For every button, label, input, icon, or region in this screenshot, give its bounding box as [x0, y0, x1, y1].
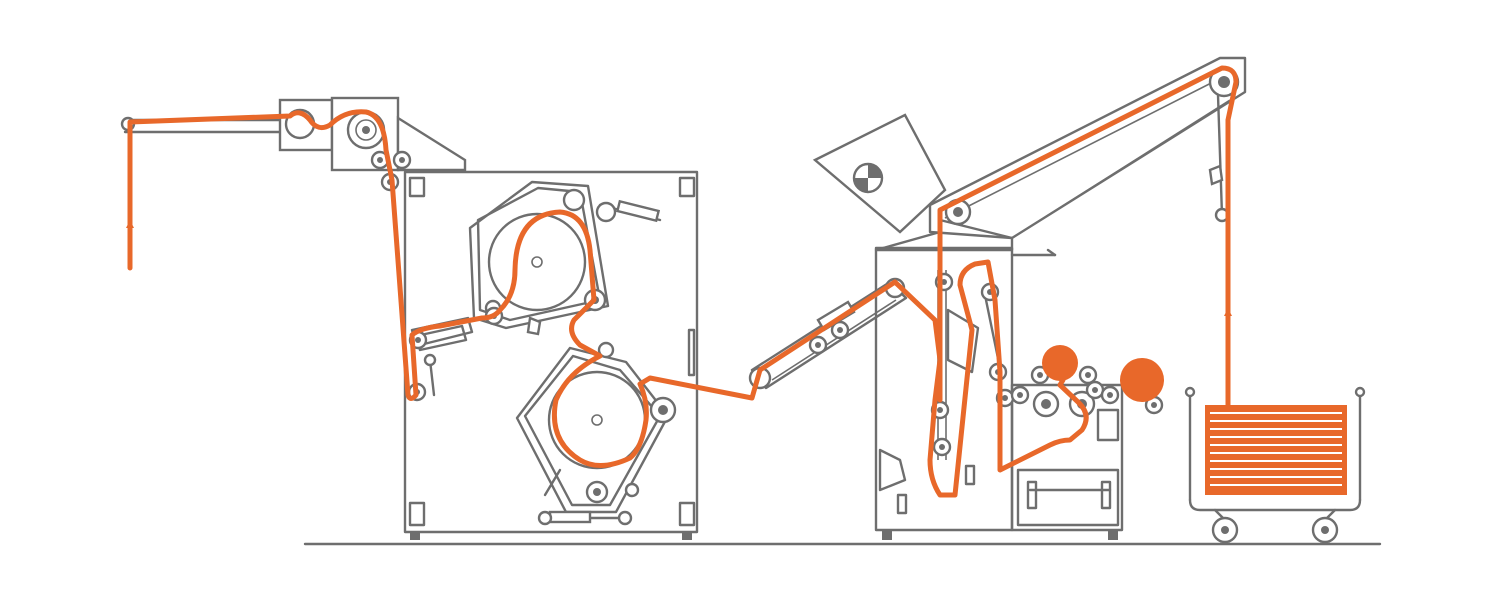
fabric-path [127, 65, 1239, 498]
collection-trolley [1184, 386, 1366, 544]
feed-direction-marker [126, 220, 134, 228]
inclined-conveyor-unit [748, 277, 908, 390]
folding-plaiting-unit [812, 56, 1247, 540]
double-drum-unit [403, 170, 699, 540]
delivery-direction-marker [1224, 308, 1232, 316]
